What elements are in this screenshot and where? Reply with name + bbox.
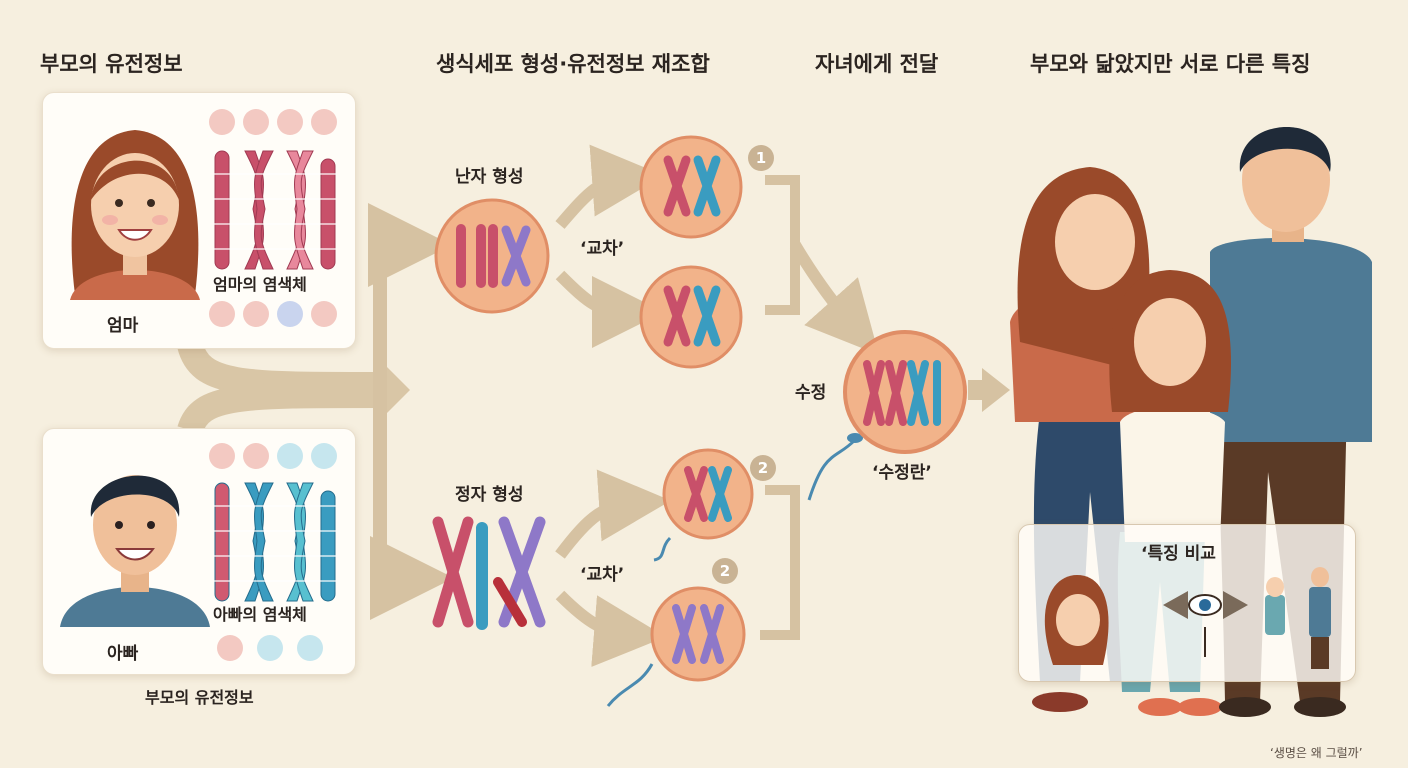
eye-trait-icon [243,109,269,135]
sperm-formation-label: 정자 형성 [455,485,524,505]
step-badge-3: 2 [712,558,738,584]
mom-portrait [70,130,200,300]
height-trait-icon [277,109,303,135]
step-badge-1: 1 [748,145,774,171]
dad-chromosomes [213,482,337,602]
heading-gamete-formation: 생식세포 형성·유전정보 재조합 [436,52,710,76]
parents-caption: 부모의 유전정보 [145,688,254,707]
eye-blue-trait-icon [277,301,303,327]
dad-card: 아빠의 염색체 아빠 [42,428,356,675]
height-trait-icon [311,443,337,469]
mom-card: 엄마의 염색체 엄마 [42,92,356,349]
fertilization-label: 수정 [795,383,827,403]
dad-name: 아빠 [107,644,139,664]
comparison-title: ‘특징 비교 [1141,544,1216,564]
hair-trait-icon [209,443,235,469]
zygote-cell [807,330,967,501]
gene-trait-icon [257,635,283,661]
height-trait-icon [311,301,337,327]
mom-chromosome-label: 엄마의 염색체 [213,275,307,294]
egg-formation-label: 난자 형성 [455,167,524,187]
egg-cell [434,198,550,314]
hair-trait-icon [209,301,235,327]
dna-trait-icon [297,635,323,661]
egg-recombined-cell-1 [639,135,743,239]
mom-name: 엄마 [107,316,139,336]
eye-trait-icon [243,443,269,469]
mom-chromosomes [213,150,337,270]
heading-traits: 부모와 닮았지만 서로 다른 특징 [1030,52,1311,76]
heading-transfer: 자녀에게 전달 [815,52,939,76]
hair-trait-icon [209,109,235,135]
dad-chromosome-label: 아빠의 염색체 [213,605,307,624]
comparison-icons [1044,567,1331,669]
comparison-card: ‘특징 비교 [1018,524,1356,682]
eye-trait-icon [243,301,269,327]
gene-trait-icon [217,635,243,661]
sperm-recombined-cell-1 [653,448,754,562]
crossover-bottom-label: ‘교차’ [580,565,625,585]
footer-caption: ‘생명은 왜 그럴까’ [1270,746,1363,760]
dad-portrait [60,475,210,627]
sperm-recombined-cell-2 [606,586,746,707]
heading-parents-info: 부모의 유전정보 [40,52,183,76]
crossover-top-label: ‘교차’ [580,239,625,259]
zygote-label: ‘수정란’ [872,463,932,483]
step-badge-2: 2 [750,455,776,481]
sperm-chromosomes [432,516,546,630]
egg-recombined-cell-2 [639,265,743,369]
dna-trait-icon [311,109,337,135]
eye-blue-trait-icon [277,443,303,469]
